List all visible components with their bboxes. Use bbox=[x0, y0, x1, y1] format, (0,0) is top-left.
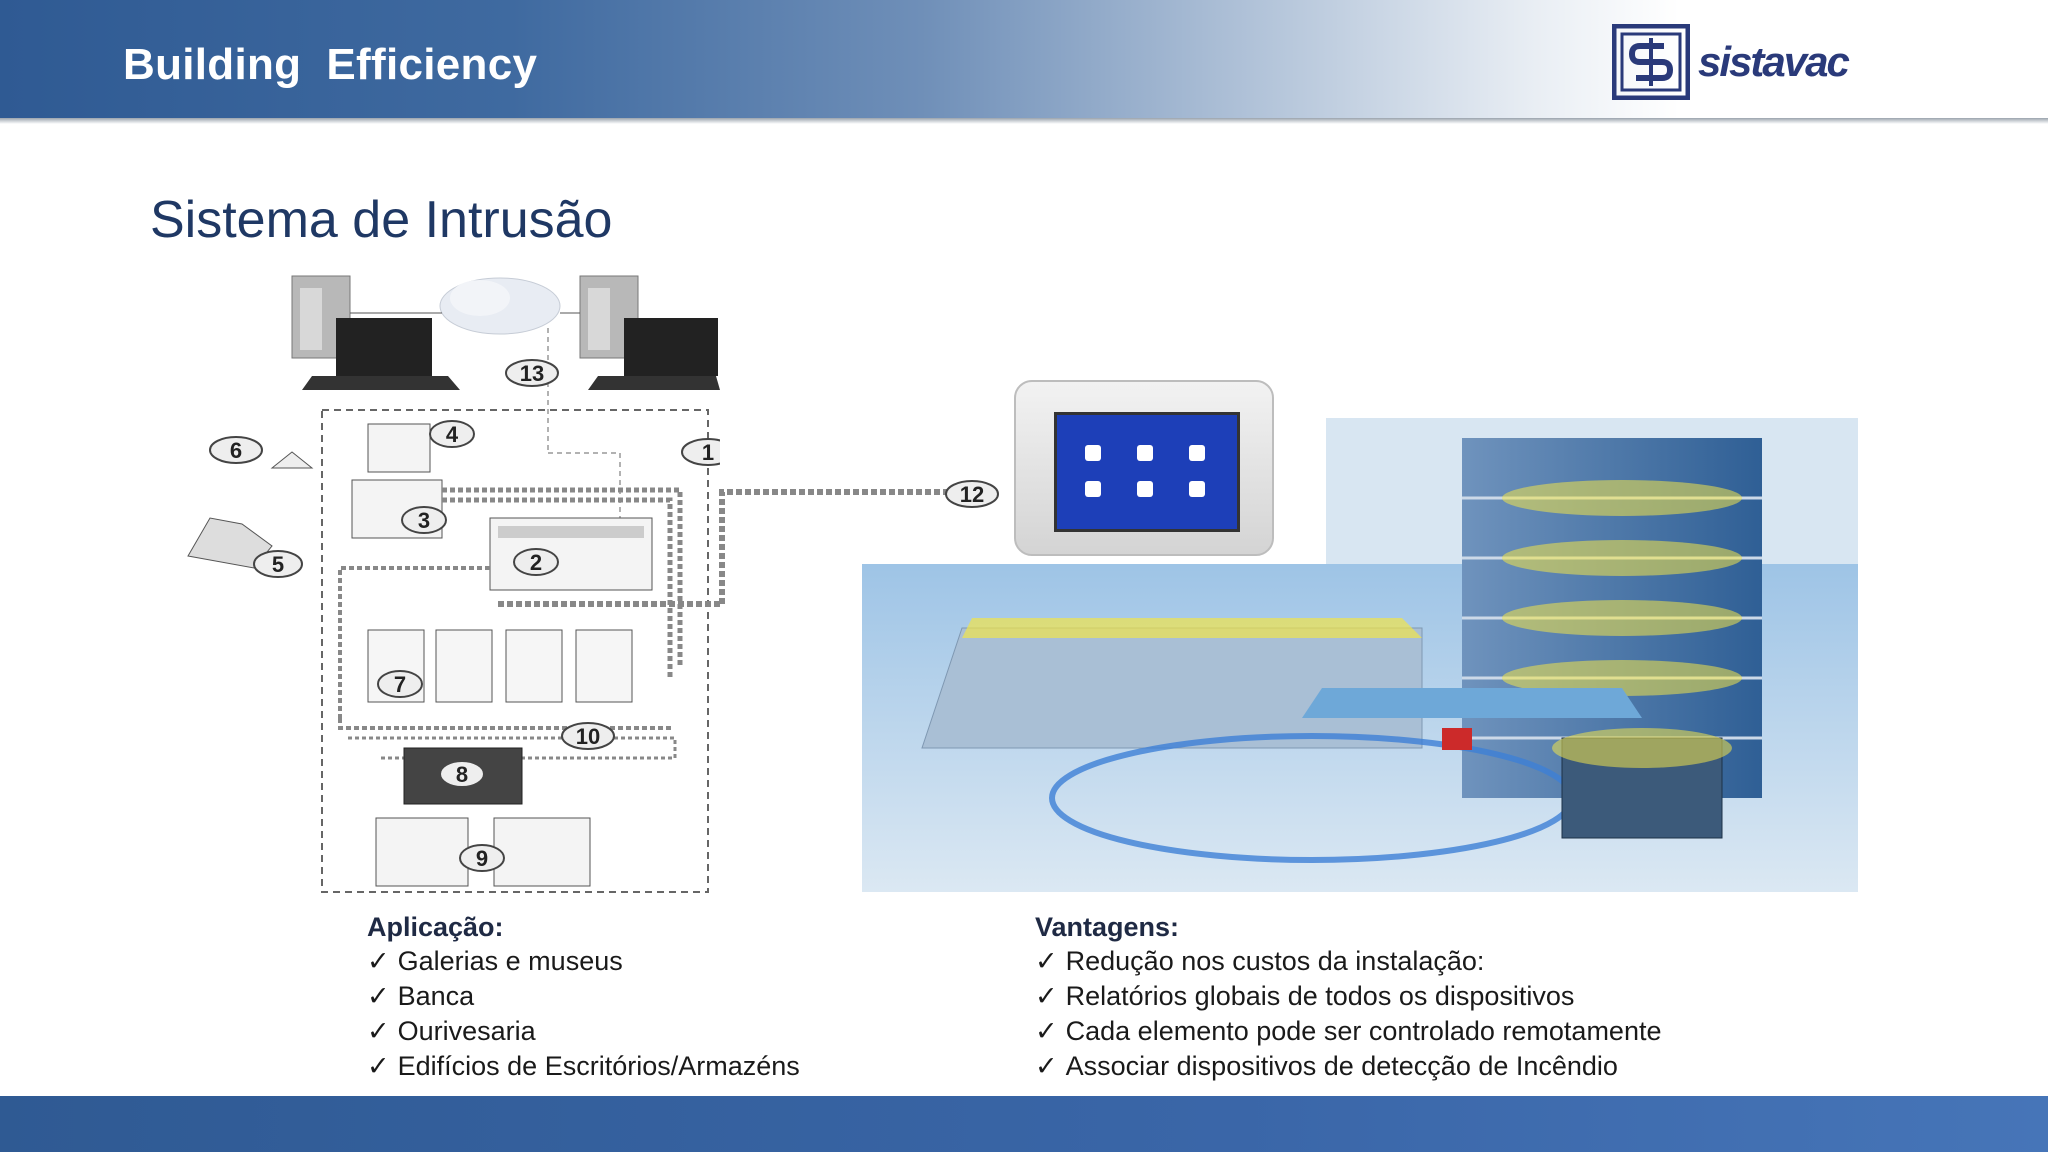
telephone-icon bbox=[187, 517, 273, 569]
monitor-icon bbox=[1442, 728, 1472, 750]
callout-13-label: 13 bbox=[520, 361, 544, 386]
connector-line: 12 bbox=[719, 480, 999, 604]
slide-title: Sistema de Intrusão bbox=[150, 191, 613, 249]
keypad-screen bbox=[1054, 412, 1240, 532]
callout-12-label: 12 bbox=[960, 482, 984, 507]
vantagens-item: Cada elemento pode ser controlado remota… bbox=[1035, 1014, 1662, 1049]
zone-icon bbox=[1085, 481, 1101, 497]
callout-1: 1 bbox=[681, 438, 720, 466]
callout-3-label: 3 bbox=[418, 508, 430, 533]
callout-6: 6 bbox=[209, 436, 263, 464]
callout-8: 8 bbox=[439, 760, 485, 788]
callout-7-label: 7 bbox=[394, 672, 406, 697]
callout-10: 10 bbox=[561, 722, 615, 750]
callout-9: 9 bbox=[459, 844, 505, 872]
header-title: Building Efficiency bbox=[123, 40, 538, 89]
server-right-icon bbox=[579, 275, 720, 390]
footer-bar bbox=[0, 1096, 2048, 1152]
vantagens-item: Associar dispositivos de detecção de Inc… bbox=[1035, 1049, 1661, 1084]
callout-5-label: 5 bbox=[272, 552, 284, 577]
sistavac-logo: sistavac bbox=[1612, 24, 1850, 100]
vantagens-item: Redução nos custos da instalação: bbox=[1035, 944, 1661, 979]
home-icon bbox=[1137, 445, 1153, 461]
callout-4-label: 4 bbox=[446, 422, 459, 447]
battery-9a bbox=[375, 817, 469, 887]
canopy bbox=[1302, 688, 1642, 718]
callout-10-label: 10 bbox=[576, 724, 600, 749]
header-bar bbox=[0, 0, 2048, 118]
lock-icon bbox=[1085, 445, 1101, 461]
aplicacao-heading: Aplicação: bbox=[367, 912, 504, 942]
callout-13: 13 bbox=[505, 359, 559, 387]
callout-7: 7 bbox=[377, 670, 423, 698]
building-illustration bbox=[862, 418, 1858, 892]
intrusion-wiring-diagram: 1 2 3 4 5 6 7 8 9 10 11 13 bbox=[187, 275, 720, 893]
callout-5: 5 bbox=[253, 550, 303, 578]
logo-mark-icon bbox=[1612, 24, 1690, 100]
user-icon bbox=[1189, 481, 1205, 497]
aplicacao-block: Aplicação: Galerias e museus Banca Ouriv… bbox=[367, 910, 800, 1084]
callout-6-label: 6 bbox=[230, 438, 242, 463]
antenna-icon bbox=[270, 451, 314, 469]
vantagens-block: Vantagens: Redução nos custos da instala… bbox=[1035, 910, 1661, 1084]
aplicacao-item: Galerias e museus bbox=[367, 944, 800, 979]
callout-2: 2 bbox=[513, 548, 559, 576]
touchscreen-keypad bbox=[1014, 380, 1274, 556]
callout-2-label: 2 bbox=[530, 550, 542, 575]
vantagens-item: Relatórios globais de todos os dispositi… bbox=[1035, 979, 1661, 1014]
aplicacao-item: Edifícios de Escritórios/Armazéns bbox=[367, 1049, 800, 1084]
screen-icons bbox=[1085, 445, 1205, 497]
battery-9b bbox=[493, 817, 591, 887]
camera-icon bbox=[1137, 481, 1153, 497]
zone-module bbox=[435, 629, 493, 703]
callout-4: 4 bbox=[429, 420, 475, 448]
callout-9-label: 9 bbox=[476, 846, 488, 871]
cloud-icon bbox=[439, 277, 561, 335]
server-left-icon bbox=[291, 275, 460, 390]
header-shadow bbox=[0, 118, 2048, 124]
zone-module bbox=[575, 629, 633, 703]
door-icon bbox=[1189, 445, 1205, 461]
callout-3: 3 bbox=[401, 506, 447, 534]
zone-module bbox=[505, 629, 563, 703]
callout-8-label: 8 bbox=[456, 762, 468, 787]
callout-1-label: 1 bbox=[702, 440, 714, 465]
device-module-4 bbox=[367, 423, 431, 473]
logo-text: sistavac bbox=[1698, 38, 1850, 85]
aplicacao-item: Ourivesaria bbox=[367, 1014, 800, 1049]
vantagens-heading: Vantagens: bbox=[1035, 912, 1180, 942]
aplicacao-item: Banca bbox=[367, 979, 800, 1014]
